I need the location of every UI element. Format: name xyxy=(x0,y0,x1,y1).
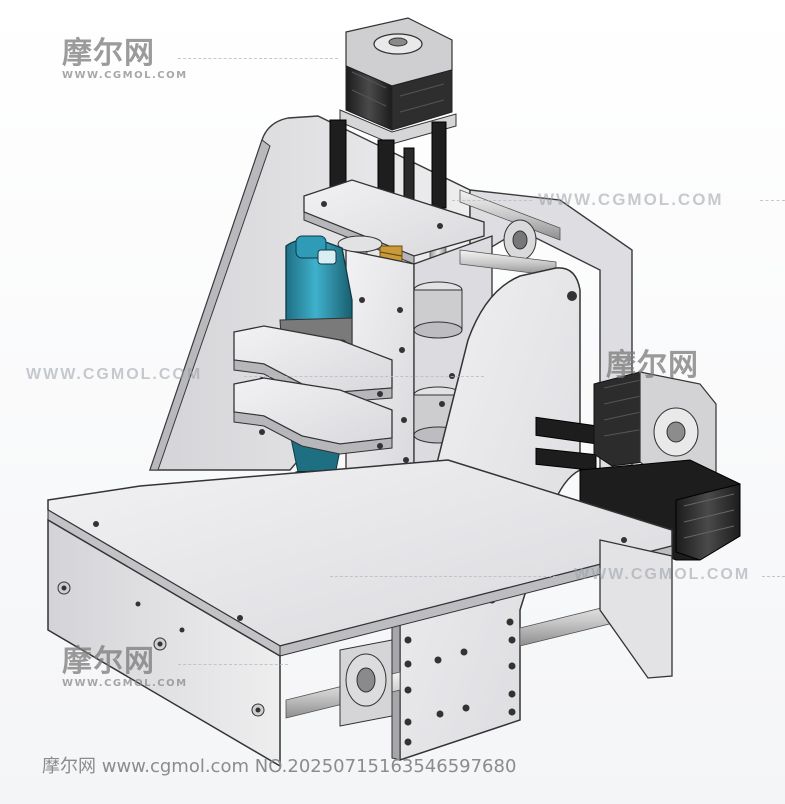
footer-brand: 摩尔网 xyxy=(42,756,96,777)
watermark-dash xyxy=(762,576,785,577)
motor-mount-standoffs xyxy=(329,119,447,231)
watermark-logo-cn: 摩尔网 xyxy=(62,36,155,71)
watermark-dash xyxy=(452,200,532,201)
watermark-logo-top: 摩尔网 WWW.CGMOL.COM xyxy=(62,36,188,82)
watermark-url-middle: WWW.CGMOL.COM xyxy=(26,366,203,383)
watermark-logo-url: WWW.CGMOL.COM xyxy=(62,70,188,81)
base-table-top xyxy=(47,459,673,657)
footer-id-line: 摩尔网 www.cgmol.com NO.2025071516354659768… xyxy=(42,752,516,778)
watermark-logo-url: WWW.CGMOL.COM xyxy=(62,678,188,689)
footer-site: www.cgmol.com xyxy=(101,756,250,777)
watermark-logo-right: 摩尔网 xyxy=(606,350,699,382)
footer-number: NO.20250715163546597680 xyxy=(254,756,517,777)
watermark-logo-bottom: 摩尔网 WWW.CGMOL.COM xyxy=(62,644,188,690)
y-guide-rods xyxy=(285,595,653,727)
spindle-clamp-lower xyxy=(233,377,393,455)
watermark-url-lower: WWW.CGMOL.COM xyxy=(574,566,751,583)
back-right-foot xyxy=(599,539,673,679)
watermark-dash xyxy=(330,576,566,577)
watermark-logo-cn: 摩尔网 xyxy=(62,644,155,679)
x-guide-rods xyxy=(459,189,561,277)
watermark-dash xyxy=(760,200,785,201)
watermark-logo-cn: 摩尔网 xyxy=(606,348,699,383)
y-stepper-motor xyxy=(535,371,717,485)
front-side-plate xyxy=(47,518,281,768)
watermark-url-upper: WWW.CGMOL.COM xyxy=(538,190,724,209)
watermark-dash xyxy=(178,58,338,59)
watermark-dash xyxy=(178,664,288,665)
watermark-dash xyxy=(244,376,484,377)
